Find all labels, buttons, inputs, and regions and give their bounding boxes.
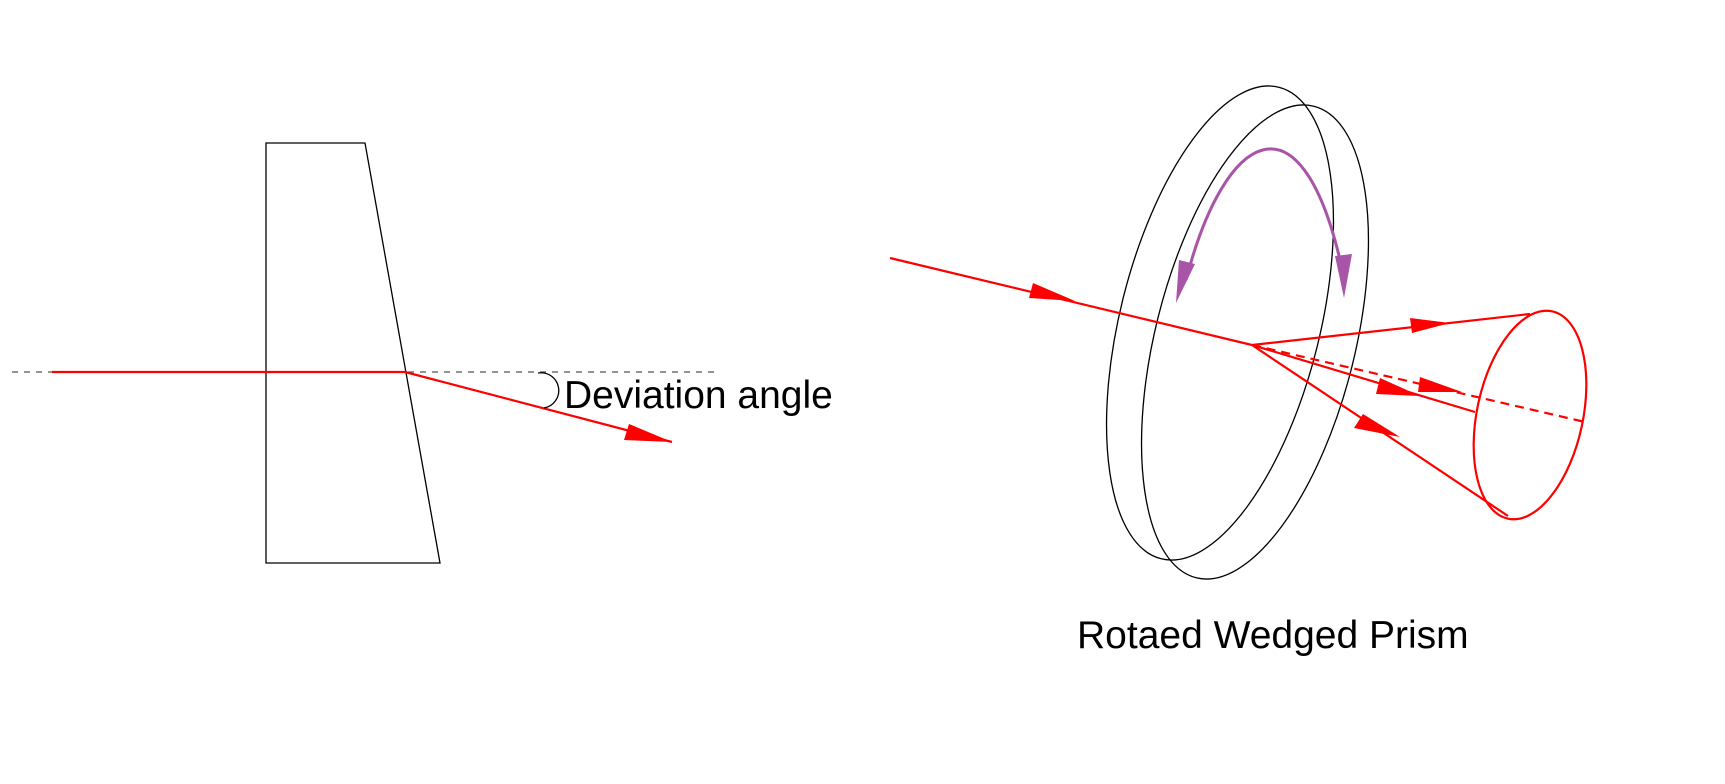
wedge-prism-side-view: Deviation angle	[12, 142, 833, 564]
prism-disk-front-face	[1140, 104, 1370, 580]
rotated-incident-arrowhead	[1029, 283, 1075, 301]
output-beam-bottom-arrowhead	[1354, 414, 1400, 437]
rotation-arrowhead-left	[1176, 260, 1195, 303]
output-axis-dashed	[1251, 343, 1586, 424]
rotated-incident-beam	[889, 256, 1253, 347]
output-axis-arrowhead	[1418, 377, 1462, 392]
rotation-arrowhead-right	[1335, 254, 1352, 298]
deviated-beam-arrowhead	[624, 424, 672, 442]
deviation-angle-label: Deviation angle	[564, 374, 833, 417]
rotated-prism-label: Rotaed Wedged Prism	[1077, 614, 1469, 657]
deviation-angle-arc	[537, 372, 560, 409]
output-beam-top-arrowhead	[1410, 318, 1450, 333]
output-beam-middle	[1251, 343, 1476, 414]
prism-disk-back-face	[1105, 85, 1335, 561]
output-beam-middle-arrowhead	[1376, 378, 1420, 396]
wedge-prism-outline	[265, 142, 441, 564]
rotation-arrow	[1184, 147, 1342, 281]
output-beam-top	[1251, 312, 1531, 347]
rotated-prism-view: Rotaed Wedged Prism	[889, 85, 1588, 657]
output-cone-base	[1472, 309, 1588, 521]
